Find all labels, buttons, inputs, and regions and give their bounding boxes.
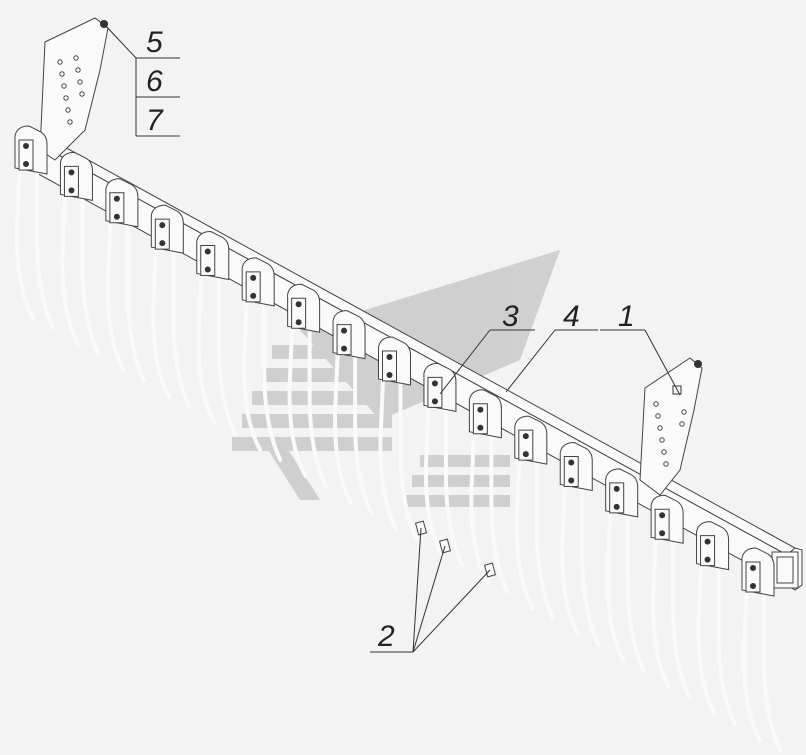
bolt-icon [295,319,302,326]
bolt-icon [613,503,620,510]
callout-5-6-7: 5 6 7 [103,23,180,137]
bolt-icon [341,345,348,352]
tine-unit [559,441,601,647]
tine-unit [650,494,692,700]
bolt-icon [68,187,75,194]
tine-unit [241,257,283,462]
tine-unit [696,521,737,726]
tine-units [14,125,782,752]
bolt-icon [750,565,756,571]
tine-unit [468,389,510,594]
bolt-icon [159,222,166,229]
callout-4-label: 4 [563,300,580,333]
bolt-icon [204,266,211,273]
callout-1: 1 [600,300,681,396]
bolt-icon [341,327,348,334]
tine-unit [605,468,646,673]
bolt-icon [159,240,166,247]
bolt-icon [568,477,575,484]
bolt-icon [659,512,666,519]
bolt-icon [250,274,257,281]
bolt-icon [704,538,711,545]
bolt-icon [659,530,666,537]
bolt-icon [113,195,120,202]
bolt-icon [568,459,575,466]
bolt-icon [477,406,484,413]
bolt-icon [386,372,393,378]
callout-5-label: 5 [146,26,163,59]
callout-6-label: 6 [146,65,163,98]
tine-unit [287,283,328,489]
bolt-icon [23,143,29,149]
tine-unit [423,362,464,568]
callout-7-label: 7 [146,104,164,137]
bolt-icon [704,556,711,563]
bolt-icon [295,301,302,308]
bolt-icon [23,161,29,167]
tine-unit [332,310,374,515]
callout-2: 2 [370,527,491,653]
bolt-icon [250,292,257,299]
tine-unit [59,151,101,357]
tine-unit [150,204,192,410]
callout-2-label: 2 [377,620,395,653]
tine-unit [514,415,555,621]
tine-unit [378,336,419,541]
tine-unit [196,230,237,436]
bolt-icon [477,424,484,431]
bolt-icon [522,451,529,458]
callout-3-label: 3 [502,300,519,333]
bolt-icon [431,380,438,387]
callout-1-label: 1 [618,300,635,333]
bolt-icon [68,169,75,176]
tine-unit [14,125,55,330]
main-beam [21,127,803,591]
tine-unit [105,178,146,383]
bolt-icon [386,354,393,360]
bolt-icon [522,433,529,440]
left-hinge-plate [39,17,109,161]
tine-unit [741,547,782,752]
bolt-icon [750,583,756,589]
callout-4: 4 [505,300,598,393]
bolt-icon [204,248,211,255]
bolt-icon [431,398,438,405]
callout-3: 3 [439,300,535,395]
right-hinge-plate [639,357,703,496]
bolt-icon [613,485,620,492]
bolt-icon [113,213,120,220]
